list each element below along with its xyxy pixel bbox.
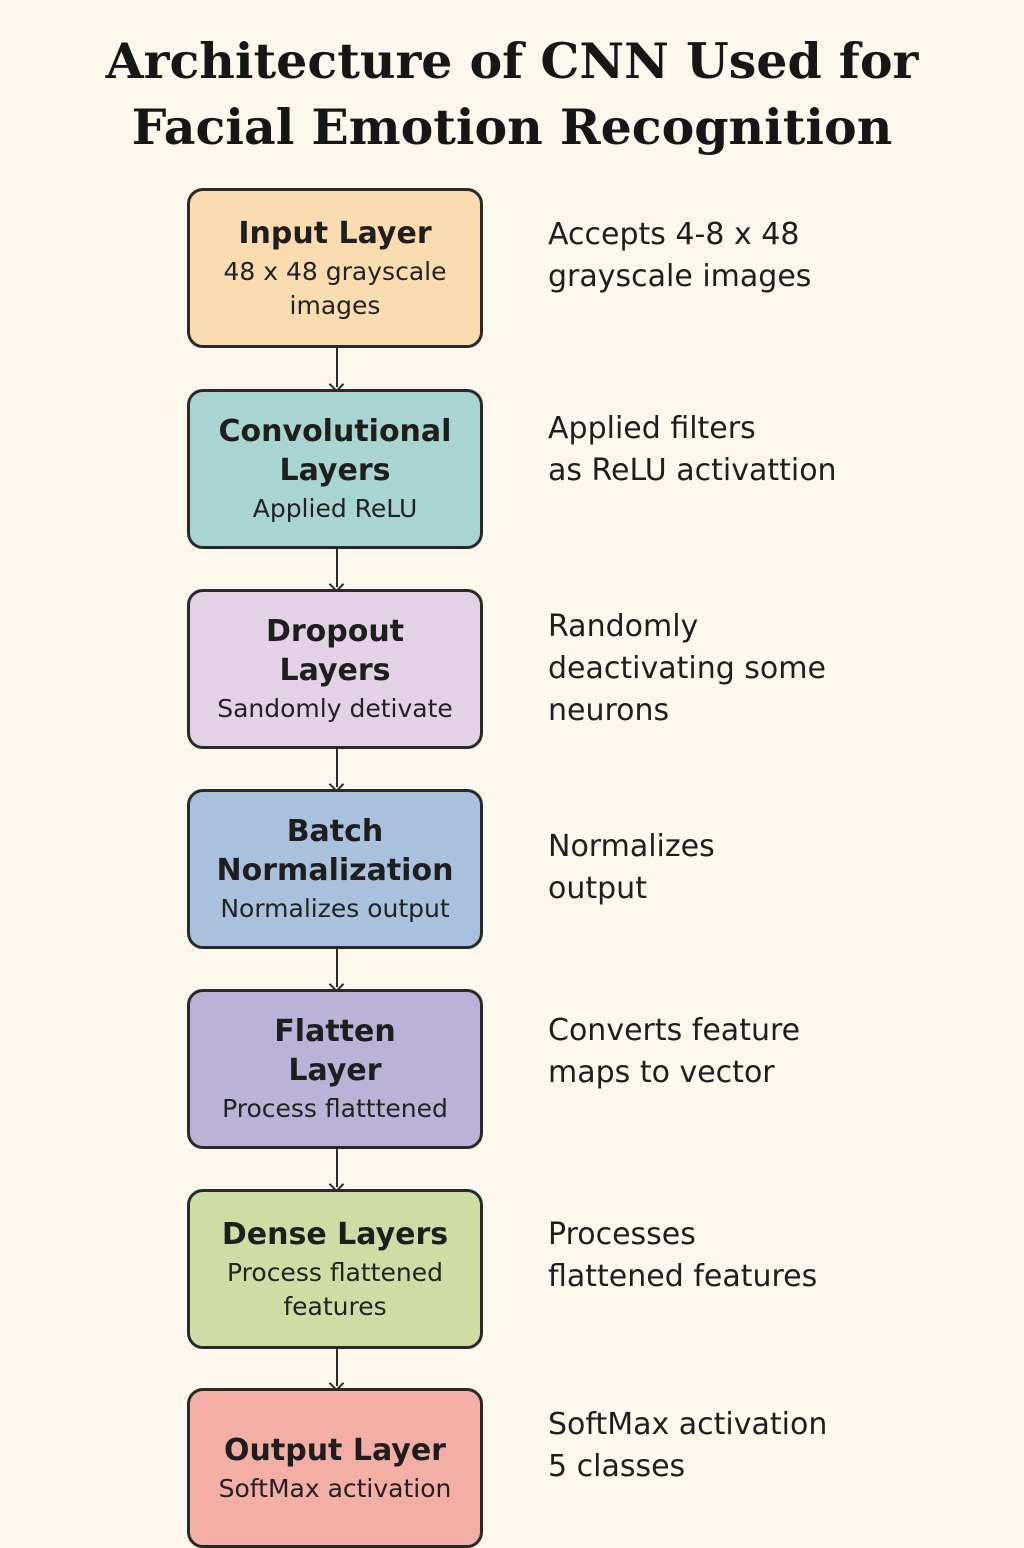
batch-normalization-layer-description: Normalizes output (548, 826, 715, 910)
connector-arrow (336, 549, 338, 587)
description-line: maps to vector (548, 1055, 775, 1090)
flatten-layer-description: Converts feature maps to vector (548, 1010, 800, 1094)
layer-subtitle: SoftMax activation (219, 1472, 452, 1506)
layer-subtitle: Process flatttened (222, 1092, 448, 1126)
description-line: as ReLU activattion (548, 453, 837, 488)
layer-name-line: Batch (286, 814, 384, 849)
layer-name-line: Input Layer (238, 215, 432, 251)
description-line: Applied filters (548, 411, 756, 446)
layer-name-line: Flatten (274, 1014, 396, 1049)
layer-subtitle: Normalizes output (220, 892, 449, 926)
layer-name: Output Layer (224, 1431, 446, 1470)
connector-arrow (336, 1149, 338, 1187)
layer-name: Dense Layers (222, 1215, 448, 1254)
layer-name-line: Layers (279, 653, 391, 688)
layer-subtitle: 48 x 48 grayscale images (224, 255, 447, 323)
connector-arrow (336, 949, 338, 987)
layer-name-line: Convolutional (218, 414, 452, 449)
layer-subtitle-line: Process flattened (227, 1257, 443, 1287)
layer-subtitle: Process flattened features (227, 1256, 443, 1324)
layer-name-line: Layers (279, 453, 391, 488)
layer-subtitle: Applied ReLU (253, 492, 418, 526)
layer-name-line: Normalization (216, 853, 454, 888)
description-line: Accepts 4-8 x 48 (548, 217, 800, 252)
dropout-layer-description: Randomly deactivating some neurons (548, 606, 826, 732)
title-line-2: Facial Emotion Recognition (131, 98, 893, 156)
convolutional-layer-description: Applied filters as ReLU activattion (548, 408, 837, 492)
layer-name-line: Output Layer (224, 1432, 446, 1468)
dense-layer-description: Processes flattened features (548, 1214, 817, 1298)
description-line: SoftMax activation (548, 1407, 828, 1442)
description-line: deactivating some (548, 651, 826, 686)
description-line: Processes (548, 1217, 696, 1252)
input-layer-box: Input Layer 48 x 48 grayscale images (187, 188, 483, 348)
connector-arrow (336, 1349, 338, 1386)
description-line: output (548, 871, 647, 906)
input-layer-description: Accepts 4-8 x 48 grayscale images (548, 214, 811, 298)
connector-arrow (336, 348, 338, 387)
layer-subtitle-line: Process flatttened (222, 1094, 448, 1123)
layer-name-line: Layer (288, 1053, 382, 1088)
layer-subtitle-line: features (283, 1291, 387, 1321)
page-title: Architecture of CNN Used for Facial Emot… (0, 28, 1024, 160)
description-line: neurons (548, 693, 670, 728)
description-line: Converts feature (548, 1013, 801, 1048)
layer-subtitle-line: 48 x 48 grayscale (223, 256, 447, 286)
description-line: Normalizes (548, 829, 715, 864)
layer-name-line: Dropout (265, 614, 405, 649)
description-line: grayscale images (548, 259, 812, 294)
layer-name: Input Layer (238, 214, 431, 253)
layer-name-line: Dense Layers (221, 1216, 449, 1252)
description-line: Randomly (548, 609, 699, 644)
layer-subtitle-line: Sandomly detivate (217, 694, 453, 723)
layer-subtitle-line: SoftMax activation (218, 1473, 452, 1503)
connector-arrow (336, 749, 338, 787)
layer-subtitle-line: Normalizes output (220, 894, 450, 923)
description-line: 5 classes (548, 1449, 686, 1484)
layer-subtitle-line: images (289, 290, 381, 320)
title-line-1: Architecture of CNN Used for (105, 32, 919, 90)
description-line: flattened features (548, 1259, 818, 1294)
layer-subtitle-line: Applied ReLU (252, 494, 418, 523)
output-layer-description: SoftMax activation 5 classes (548, 1404, 827, 1488)
layer-subtitle: Sandomly detivate (217, 692, 453, 726)
